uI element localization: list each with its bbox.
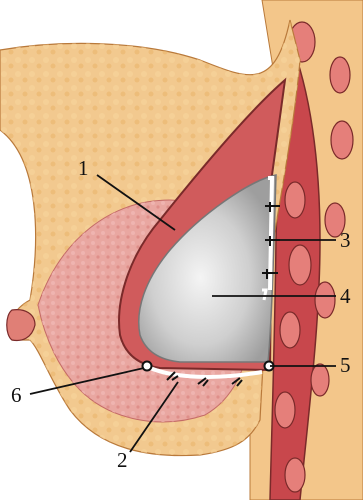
callout-label-4: 4 — [340, 284, 351, 308]
callout-label-1: 1 — [78, 156, 89, 180]
callout-label-2: 2 — [117, 448, 128, 472]
callout-label-6: 6 — [11, 383, 22, 407]
suture-knot-left — [143, 362, 152, 371]
callout-label-3: 3 — [340, 228, 351, 252]
callout-label-5: 5 — [340, 353, 351, 377]
